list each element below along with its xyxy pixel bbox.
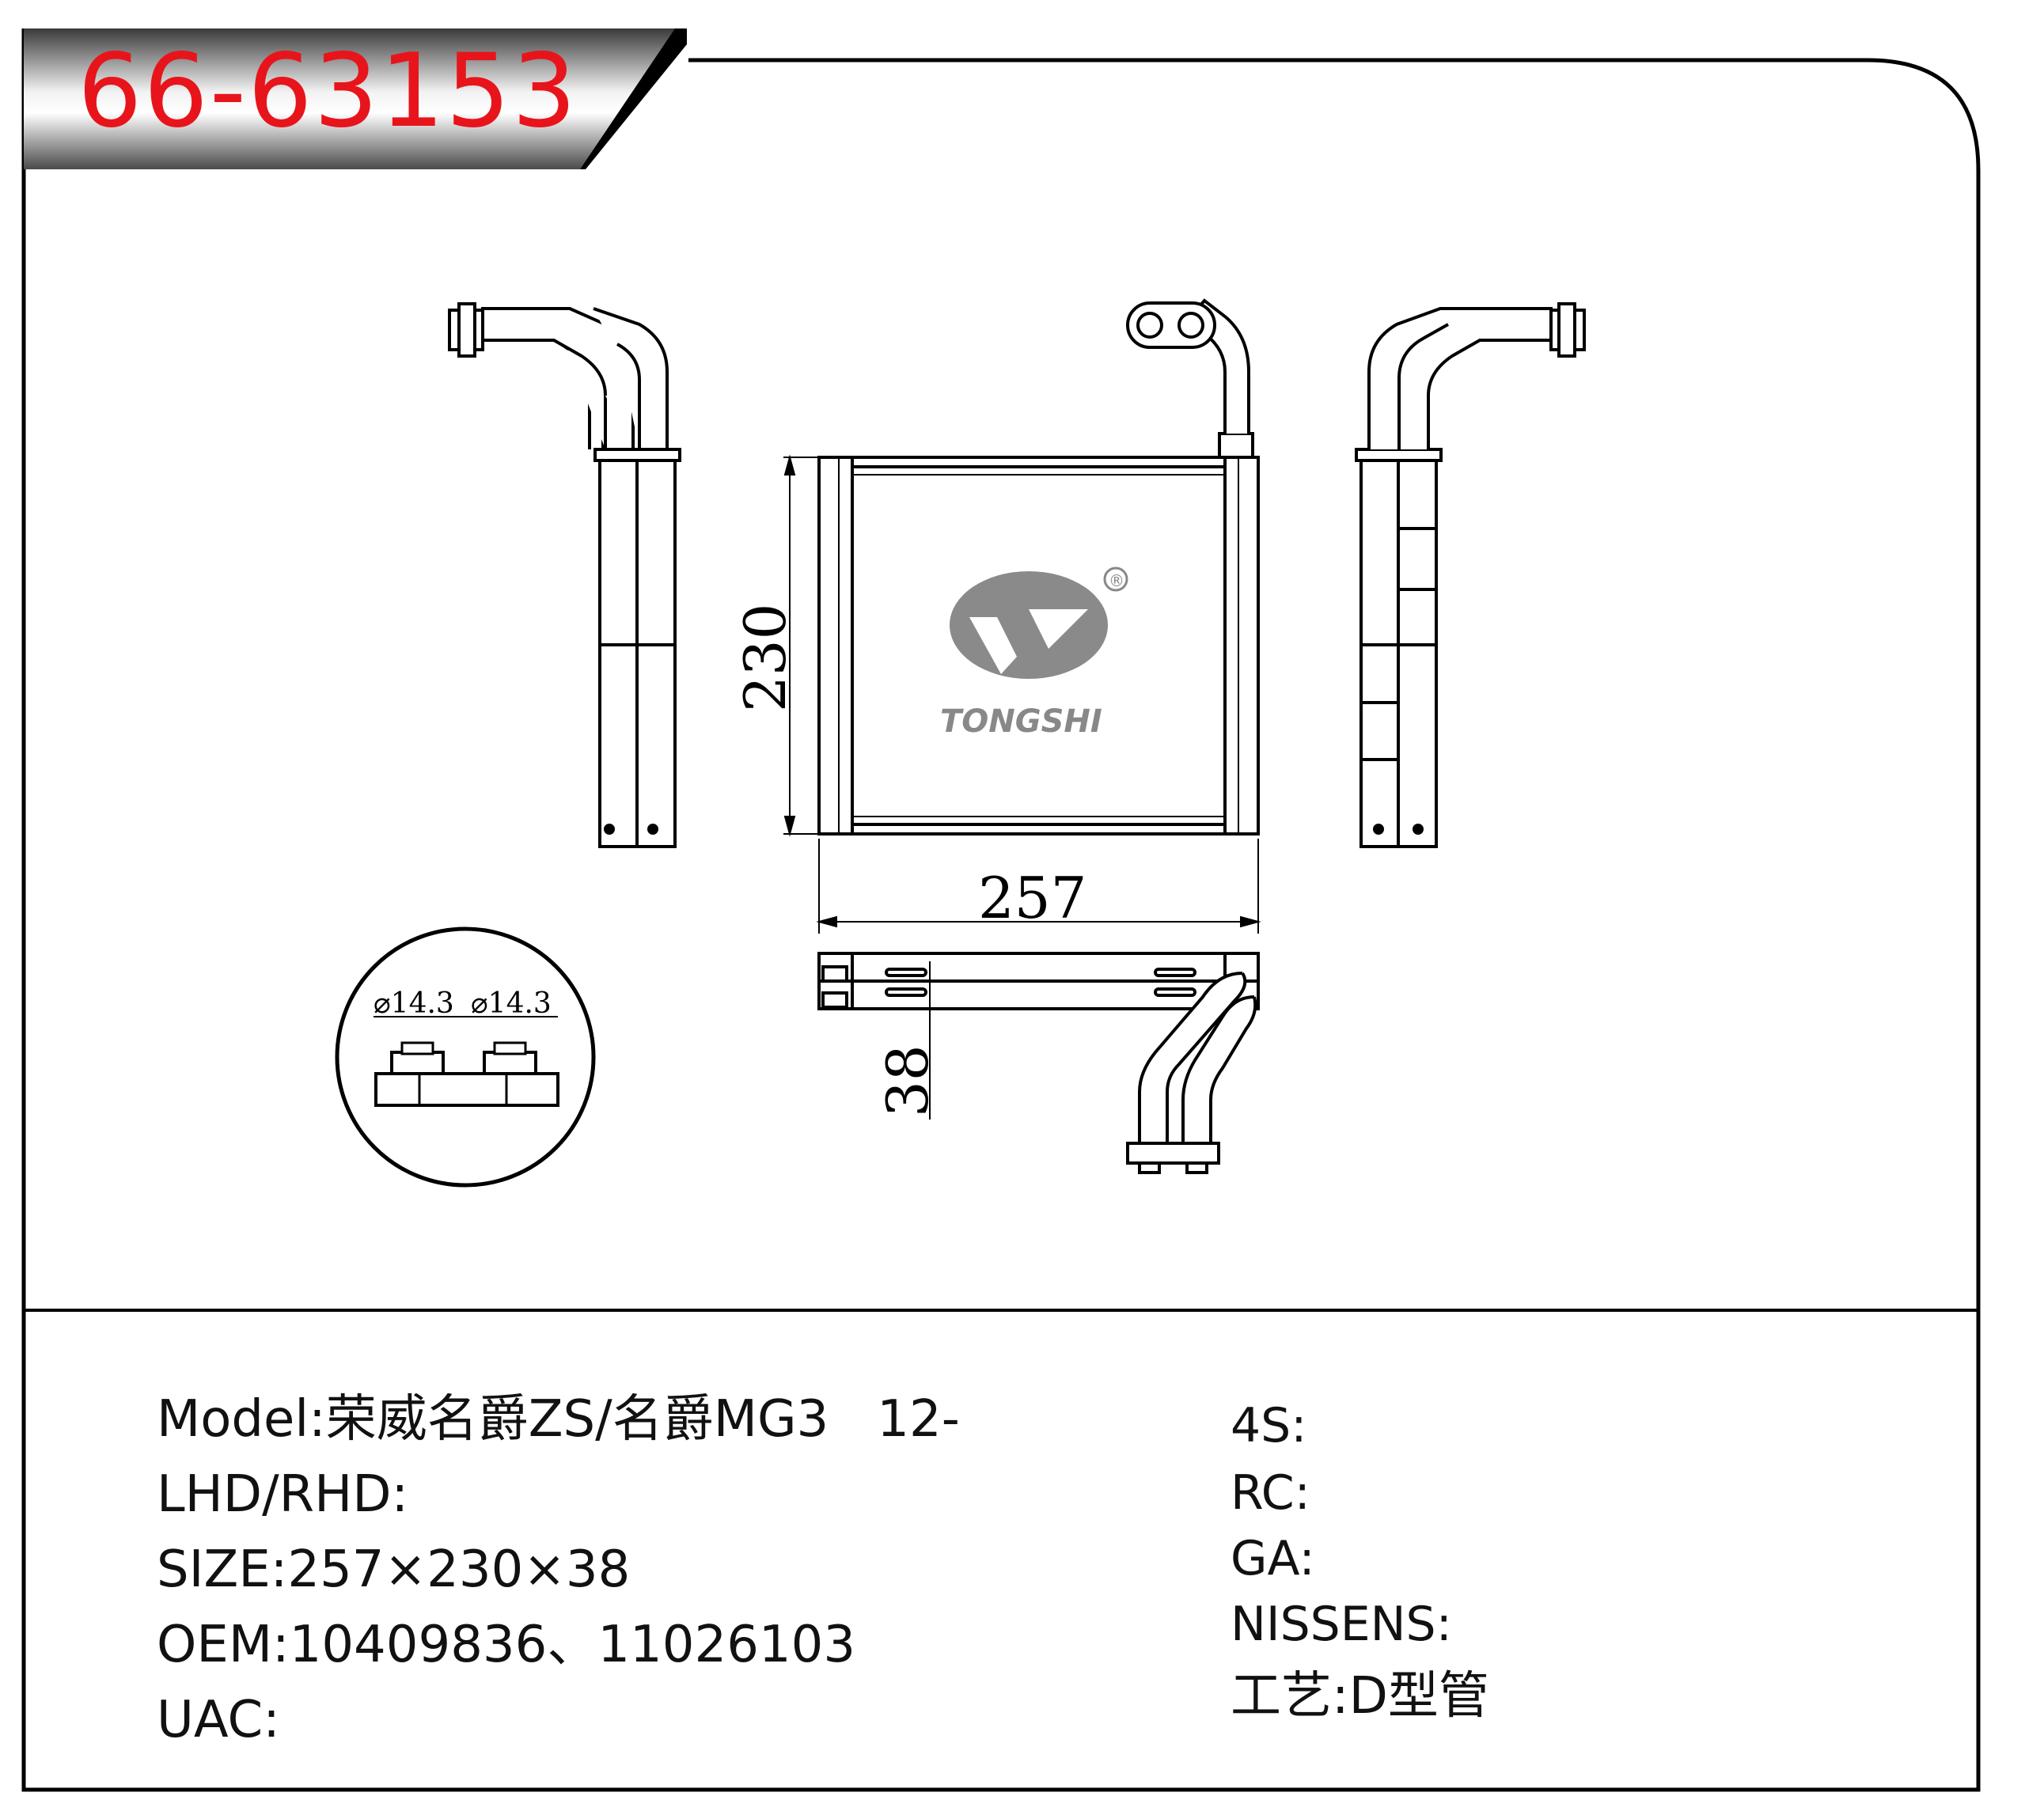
spec-process-value: D型管: [1348, 1667, 1489, 1726]
title-banner: [24, 28, 687, 169]
title-banner-edge: [580, 28, 687, 169]
logo-registered-mark: ®: [1109, 571, 1124, 590]
part-number: 66-63153: [78, 32, 578, 150]
tongshi-logo: ® TONGSHI: [940, 566, 1128, 740]
spec-4s: 4S:: [1231, 1402, 1306, 1449]
spec-size-value: 257×230×38: [287, 1540, 631, 1599]
spec-oem: OEM:10409836、11026103: [157, 1620, 855, 1670]
spec-uac: UAC:: [157, 1695, 280, 1745]
spec-uac-label: UAC:: [157, 1691, 280, 1749]
spec-size-label: SIZE:: [157, 1540, 288, 1599]
pipe-detail-callout: [335, 926, 596, 1188]
logo-text: TONGSHI: [940, 703, 1102, 740]
spec-size: SIZE:257×230×38: [157, 1544, 630, 1595]
height-dimension: [783, 454, 819, 837]
spec-process-label: 工艺:: [1231, 1667, 1349, 1726]
core-outlet-pipes: [1126, 298, 1254, 459]
spec-oem-label: OEM:: [157, 1616, 290, 1674]
spec-lhd-rhd-label: LHD/RHD:: [157, 1465, 409, 1524]
spec-model-label: Model:: [157, 1390, 326, 1449]
left-side-view: [448, 302, 681, 848]
spec-model: Model:荣威名爵ZS/名爵MG3 12-: [157, 1394, 960, 1445]
spec-ga-label: GA:: [1231, 1531, 1315, 1586]
spec-oem-value: 10409836、11026103: [289, 1616, 856, 1674]
spec-4s-label: 4S:: [1231, 1398, 1307, 1453]
spec-lhd-rhd: LHD/RHD:: [157, 1469, 408, 1520]
spec-model-value: 荣威名爵ZS/名爵MG3 12-: [325, 1390, 960, 1449]
spec-nissens-label: NISSENS:: [1231, 1597, 1452, 1652]
core-front-view: [817, 456, 1260, 836]
depth-dimension-label: 38: [874, 1044, 941, 1117]
width-dimension-label: 257: [978, 865, 1086, 931]
spec-nissens: NISSENS:: [1231, 1601, 1452, 1648]
top-view: [817, 952, 1260, 1174]
spec-rc: RC:: [1231, 1469, 1310, 1517]
height-dimension-label: 230: [732, 604, 798, 712]
spec-rc-label: RC:: [1231, 1465, 1310, 1521]
pipe-diameter-right: ⌀14.3: [471, 987, 552, 1020]
right-side-view: [1355, 302, 1586, 848]
width-dimension: [816, 839, 1261, 934]
spec-process: 工艺:D型管: [1231, 1671, 1489, 1722]
sheet-frame: [21, 28, 1981, 1792]
pipe-diameter-left: ⌀14.3: [374, 987, 454, 1020]
spec-ga: GA:: [1231, 1535, 1315, 1582]
